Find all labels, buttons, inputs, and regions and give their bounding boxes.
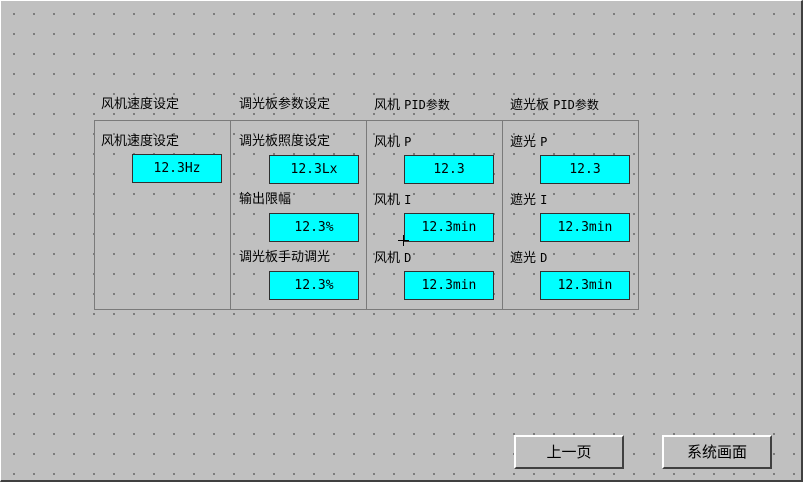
shade-d-label-text: 遮光 bbox=[510, 251, 537, 266]
fan-i-value[interactable]: 12.3min bbox=[404, 213, 494, 242]
shade-p-label-text: 遮光 bbox=[510, 135, 537, 150]
dimmer-manual-label: 调光板手动调光 bbox=[239, 250, 331, 265]
shade-d-value[interactable]: 12.3min bbox=[540, 271, 630, 300]
fan-d-label-text: 风机 bbox=[374, 251, 401, 266]
column-divider bbox=[502, 120, 503, 310]
fan-d-label: 风机 D bbox=[374, 250, 411, 267]
fan-pid-header-text: 风机 bbox=[374, 98, 401, 113]
fan-speed-value[interactable]: 12.3Hz bbox=[132, 154, 222, 183]
shade-i-label: 遮光 I bbox=[510, 192, 547, 209]
output-limit-label: 输出限幅 bbox=[239, 192, 292, 207]
column-divider bbox=[230, 120, 231, 310]
fan-speed-label: 风机速度设定 bbox=[101, 134, 180, 149]
fan-p-letter: P bbox=[404, 135, 412, 149]
fan-speed-header: 风机速度设定 bbox=[101, 97, 180, 112]
fan-p-label: 风机 P bbox=[374, 134, 411, 151]
shade-p-letter: P bbox=[540, 135, 548, 149]
fan-p-value[interactable]: 12.3 bbox=[404, 155, 494, 184]
fan-i-label-text: 风机 bbox=[374, 193, 401, 208]
fan-pid-header-pid: PID参数 bbox=[404, 98, 450, 112]
fan-i-letter: I bbox=[404, 193, 412, 207]
fan-d-letter: D bbox=[404, 251, 412, 265]
shade-pid-header-pid: PID参数 bbox=[553, 98, 599, 112]
shade-d-label: 遮光 D bbox=[510, 250, 547, 267]
system-screen-button[interactable]: 系统画面 bbox=[662, 435, 772, 469]
fan-pid-header: 风机 PID参数 bbox=[374, 97, 450, 114]
output-limit-value[interactable]: 12.3% bbox=[269, 213, 359, 242]
shade-d-letter: D bbox=[540, 251, 548, 265]
fan-d-value[interactable]: 12.3min bbox=[404, 271, 494, 300]
dimmer-illuminance-value[interactable]: 12.3Lx bbox=[269, 155, 359, 184]
shade-i-value[interactable]: 12.3min bbox=[540, 213, 630, 242]
fan-p-label-text: 风机 bbox=[374, 135, 401, 150]
dimmer-manual-value[interactable]: 12.3% bbox=[269, 271, 359, 300]
dimmer-illuminance-label: 调光板照度设定 bbox=[239, 134, 331, 149]
shade-i-letter: I bbox=[540, 193, 548, 207]
shade-pid-header: 遮光板 PID参数 bbox=[510, 97, 599, 114]
prev-page-button[interactable]: 上一页 bbox=[514, 435, 624, 469]
shade-p-label: 遮光 P bbox=[510, 134, 547, 151]
crosshair-cursor-icon bbox=[398, 235, 409, 246]
dimmer-params-header: 调光板参数设定 bbox=[239, 97, 331, 112]
shade-pid-header-text: 遮光板 bbox=[510, 98, 550, 113]
fan-i-label: 风机 I bbox=[374, 192, 411, 209]
column-divider bbox=[366, 120, 367, 310]
shade-p-value[interactable]: 12.3 bbox=[540, 155, 630, 184]
shade-i-label-text: 遮光 bbox=[510, 193, 537, 208]
